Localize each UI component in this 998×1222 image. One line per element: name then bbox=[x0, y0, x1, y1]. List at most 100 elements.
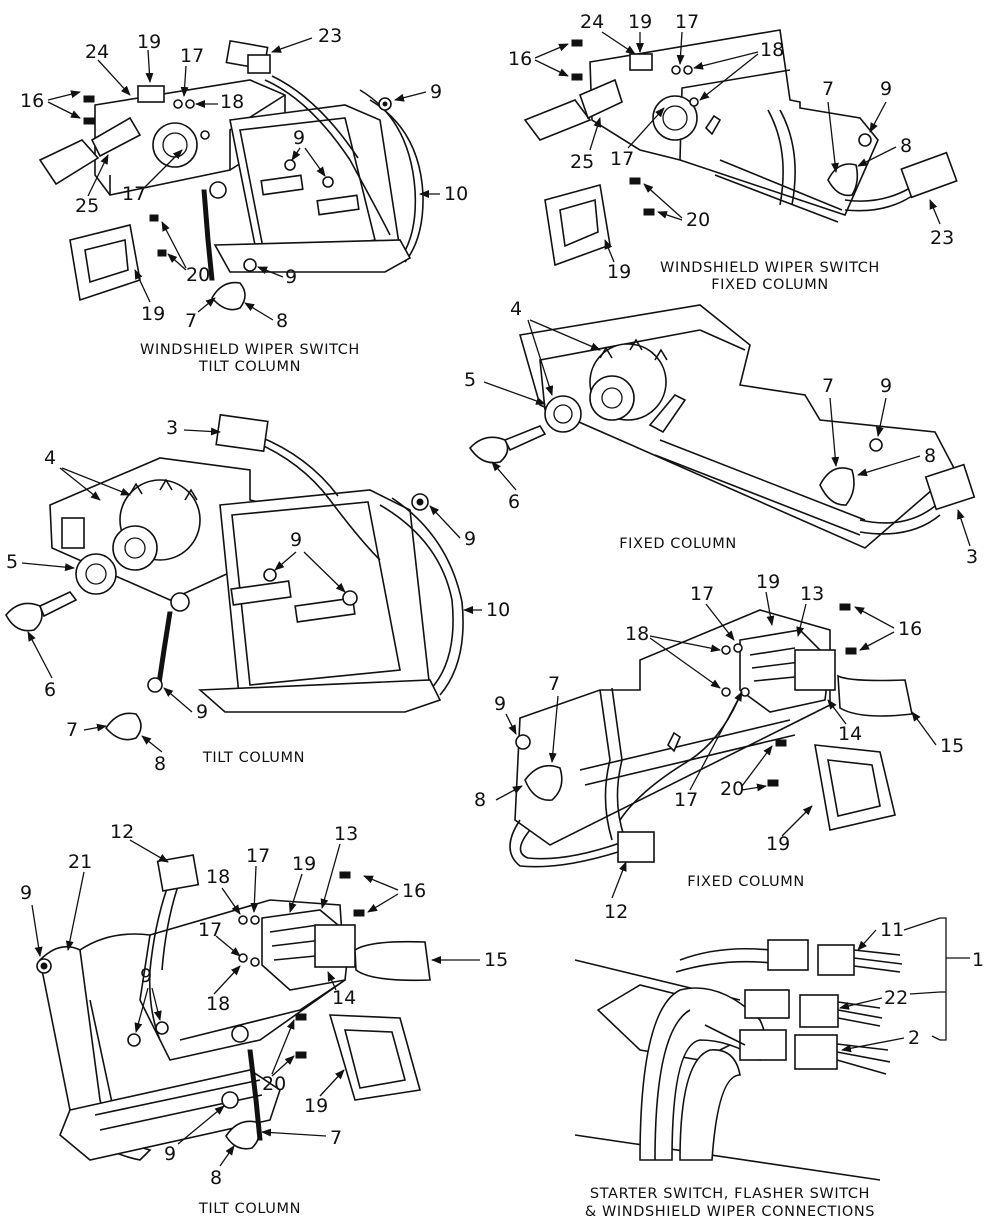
callout: 8 bbox=[276, 310, 288, 332]
callout: 11 bbox=[880, 919, 904, 941]
starter-tilt-drawing bbox=[5, 413, 464, 741]
callout: 9 bbox=[880, 78, 892, 100]
starter-fixed-callouts: 4 5 7 9 8 6 3 bbox=[464, 298, 978, 568]
callout: 2 bbox=[908, 1027, 920, 1049]
callout: 17 bbox=[675, 11, 699, 33]
panel-caption: STARTER SWITCH, FLASHER SWITCH bbox=[590, 1186, 870, 1202]
callout: 19 bbox=[137, 31, 161, 53]
callout: 9 bbox=[290, 529, 302, 551]
callout: 10 bbox=[486, 599, 510, 621]
callout: 20 bbox=[262, 1073, 286, 1095]
callout: 13 bbox=[334, 823, 358, 845]
callout: 14 bbox=[332, 987, 356, 1009]
flasher-tilt-callouts: 12 17 13 21 19 18 16 9 17 15 9 18 14 20 … bbox=[20, 821, 508, 1189]
callout: 18 bbox=[220, 91, 244, 113]
panel-caption: & WINDSHIELD WIPER CONNECTIONS bbox=[585, 1204, 875, 1220]
callout: 1 bbox=[972, 949, 984, 971]
callout: 9 bbox=[285, 266, 297, 288]
callout: 17 bbox=[610, 148, 634, 170]
callout: 17 bbox=[180, 45, 204, 67]
callout: 25 bbox=[75, 195, 99, 217]
callout: 18 bbox=[625, 623, 649, 645]
wiper-fixed-callouts: 24 19 17 16 18 7 9 8 25 17 20 23 19 bbox=[508, 11, 954, 283]
callout: 9 bbox=[140, 965, 152, 987]
callout: 17 bbox=[198, 919, 222, 941]
callout: 18 bbox=[206, 993, 230, 1015]
wiper-tilt-callouts: 24 19 17 23 16 18 9 17 9 25 10 20 9 19 7… bbox=[20, 25, 468, 332]
callout: 20 bbox=[186, 264, 210, 286]
callout: 17 bbox=[690, 583, 714, 605]
panel-starter-fixed: 4 5 7 9 8 6 3 FIXED COLUMN bbox=[464, 298, 978, 568]
callout: 10 bbox=[444, 183, 468, 205]
wiper-tilt-leaders bbox=[47, 37, 440, 321]
callout: 21 bbox=[68, 851, 92, 873]
panel-caption: WINDSHIELD WIPER SWITCH bbox=[140, 342, 360, 358]
callout: 14 bbox=[838, 723, 862, 745]
callout: 9 bbox=[196, 701, 208, 723]
callout: 7 bbox=[822, 78, 834, 100]
callout: 4 bbox=[510, 298, 522, 320]
callout: 24 bbox=[85, 41, 109, 63]
callout: 17 bbox=[674, 789, 698, 811]
callout: 20 bbox=[686, 209, 710, 231]
callout: 8 bbox=[154, 753, 166, 775]
starter-fixed-drawing bbox=[468, 304, 976, 549]
starter-tilt-leaders bbox=[21, 427, 482, 753]
wiper-tilt-drawing bbox=[38, 39, 424, 311]
starter-tilt-callouts: 3 4 5 9 9 10 6 9 7 8 bbox=[6, 417, 510, 775]
panel-caption: TILT COLUMN bbox=[198, 359, 301, 375]
callout: 8 bbox=[900, 135, 912, 157]
connections-leaders bbox=[839, 917, 941, 1053]
panel-caption: FIXED COLUMN bbox=[687, 874, 805, 890]
callout: 3 bbox=[966, 546, 978, 568]
callout: 9 bbox=[464, 528, 476, 550]
callout: 9 bbox=[430, 81, 442, 103]
callout: 4 bbox=[44, 447, 56, 469]
flasher-fixed-drawing bbox=[509, 603, 913, 868]
callout: 9 bbox=[20, 882, 32, 904]
callout: 9 bbox=[494, 693, 506, 715]
callout: 7 bbox=[185, 310, 197, 332]
wiper-fixed-leaders bbox=[534, 31, 941, 263]
callout: 24 bbox=[580, 11, 604, 33]
panel-caption: FIXED COLUMN bbox=[619, 536, 737, 552]
callout: 7 bbox=[822, 375, 834, 397]
panel-flasher-tilt: 12 17 13 21 19 18 16 9 17 15 9 18 14 20 … bbox=[20, 821, 508, 1217]
flasher-fixed-leaders bbox=[495, 591, 937, 899]
callout: 16 bbox=[898, 618, 922, 640]
callout: 8 bbox=[474, 789, 486, 811]
callout: 23 bbox=[930, 227, 954, 249]
callout: 7 bbox=[66, 719, 78, 741]
callout: 19 bbox=[766, 833, 790, 855]
callout: 19 bbox=[304, 1095, 328, 1117]
callout: 15 bbox=[940, 735, 964, 757]
panel-flasher-fixed: 19 13 17 16 18 7 9 14 15 8 17 20 19 12 bbox=[474, 571, 964, 923]
panel-wiper-switch-tilt: 24 19 17 23 16 18 9 17 9 25 10 20 9 19 7… bbox=[20, 25, 468, 375]
flasher-fixed-callouts: 19 13 17 16 18 7 9 14 15 8 17 20 19 12 bbox=[474, 571, 964, 923]
callout: 22 bbox=[884, 987, 908, 1009]
callout: 19 bbox=[141, 303, 165, 325]
callout: 8 bbox=[210, 1167, 222, 1189]
callout: 6 bbox=[44, 679, 56, 701]
callout: 3 bbox=[166, 417, 178, 439]
callout: 18 bbox=[760, 39, 784, 61]
callout: 9 bbox=[880, 375, 892, 397]
callout: 16 bbox=[402, 880, 426, 902]
callout: 25 bbox=[570, 151, 594, 173]
callout: 19 bbox=[628, 11, 652, 33]
connections-bracket bbox=[940, 917, 970, 1041]
callout: 19 bbox=[607, 261, 631, 283]
panel-caption: FIXED COLUMN bbox=[711, 277, 829, 293]
callout: 9 bbox=[164, 1143, 176, 1165]
callout: 12 bbox=[604, 901, 628, 923]
wiper-fixed-drawing bbox=[523, 29, 958, 267]
panel-caption: TILT COLUMN bbox=[198, 1201, 301, 1217]
callout: 17 bbox=[246, 845, 270, 867]
callout: 9 bbox=[293, 127, 305, 149]
callout: 20 bbox=[720, 778, 744, 800]
connections-callouts: 11 1 22 2 bbox=[880, 919, 984, 1049]
panel-wiper-switch-fixed: 24 19 17 16 18 7 9 8 25 17 20 23 19 bbox=[508, 11, 958, 293]
callout: 7 bbox=[330, 1127, 342, 1149]
callout: 16 bbox=[20, 90, 44, 112]
